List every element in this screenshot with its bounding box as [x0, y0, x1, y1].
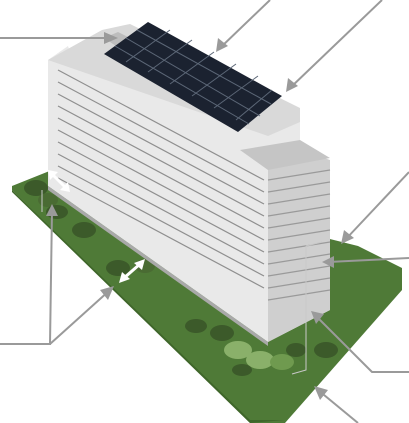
solar-grid-line	[125, 37, 261, 117]
floor-line	[57, 153, 265, 265]
side-floor-lines	[267, 169, 331, 301]
callout-arrowhead	[311, 311, 324, 324]
tree-icon	[232, 364, 252, 376]
callout-line	[327, 257, 409, 263]
tree-icon	[185, 319, 207, 333]
floor-line	[267, 241, 331, 253]
callout-arrowhead	[46, 204, 58, 216]
floor-line	[267, 253, 331, 265]
callout-line	[49, 289, 111, 345]
double-headed-arrow-icon	[50, 172, 68, 190]
callout-line	[219, 0, 271, 49]
arrowhead	[134, 259, 145, 270]
building-base-shadow	[48, 186, 268, 346]
callout-line	[317, 389, 359, 423]
building-side-face	[268, 150, 330, 342]
dimension-frame	[291, 246, 307, 375]
floor-line	[267, 205, 331, 217]
callout-arrowhead	[104, 32, 118, 44]
tree-icon	[38, 193, 58, 207]
double-headed-arrow-icon	[123, 262, 141, 280]
tree-icon	[72, 222, 96, 238]
floor-line	[57, 69, 265, 181]
floor-line	[57, 81, 265, 193]
callout-line	[314, 314, 409, 373]
floor-line	[267, 217, 331, 229]
floor-line	[57, 93, 265, 205]
floor-line	[57, 105, 265, 217]
arrowhead	[48, 170, 58, 180]
solar-grid-line	[114, 45, 250, 125]
callout-arrowhead	[100, 286, 114, 300]
floor-line	[57, 141, 265, 253]
floor-line	[267, 229, 331, 241]
tree-icon	[106, 260, 130, 276]
callout-line	[289, 0, 383, 89]
floor-line	[267, 265, 331, 277]
setback-terrace	[240, 140, 330, 170]
solar-grid	[114, 29, 273, 125]
tree-icon	[210, 325, 234, 341]
floor-line	[267, 277, 331, 289]
floor-line	[267, 169, 331, 181]
solar-grid-line	[213, 75, 259, 109]
arrowhead	[60, 182, 70, 192]
solar-grid-line	[136, 29, 272, 105]
solar-panel-array	[104, 22, 282, 132]
floor-line	[267, 289, 331, 301]
floor-line	[267, 181, 331, 193]
tree-icon	[286, 343, 306, 357]
callout-line	[344, 171, 409, 241]
callout-arrowheads	[46, 32, 354, 400]
tree-icon	[224, 341, 252, 359]
tree-icon	[314, 342, 338, 358]
callout-arrowhead	[314, 386, 328, 400]
floor-line	[57, 177, 265, 289]
solar-grid-line	[235, 89, 273, 121]
tree-icon	[246, 351, 274, 369]
floor-lines	[57, 69, 265, 289]
solar-grid-line	[147, 39, 193, 73]
solar-grid-line	[125, 29, 171, 63]
dimension-frames	[41, 190, 323, 375]
callout-arrowhead	[286, 78, 298, 92]
trees	[24, 180, 338, 376]
callout-arrowhead	[322, 256, 334, 268]
solar-grid-line	[191, 63, 237, 97]
solar-grid-line	[169, 51, 215, 85]
floor-line	[57, 117, 265, 229]
tree-icon	[270, 354, 294, 370]
floor-line	[267, 193, 331, 205]
dimension-frame	[305, 241, 323, 247]
floor-line	[57, 165, 265, 277]
arrowhead	[119, 272, 130, 283]
callout-arrowhead	[216, 38, 228, 52]
callout-arrowhead	[341, 230, 354, 244]
double-arrows	[48, 170, 145, 283]
floor-line	[57, 129, 265, 241]
